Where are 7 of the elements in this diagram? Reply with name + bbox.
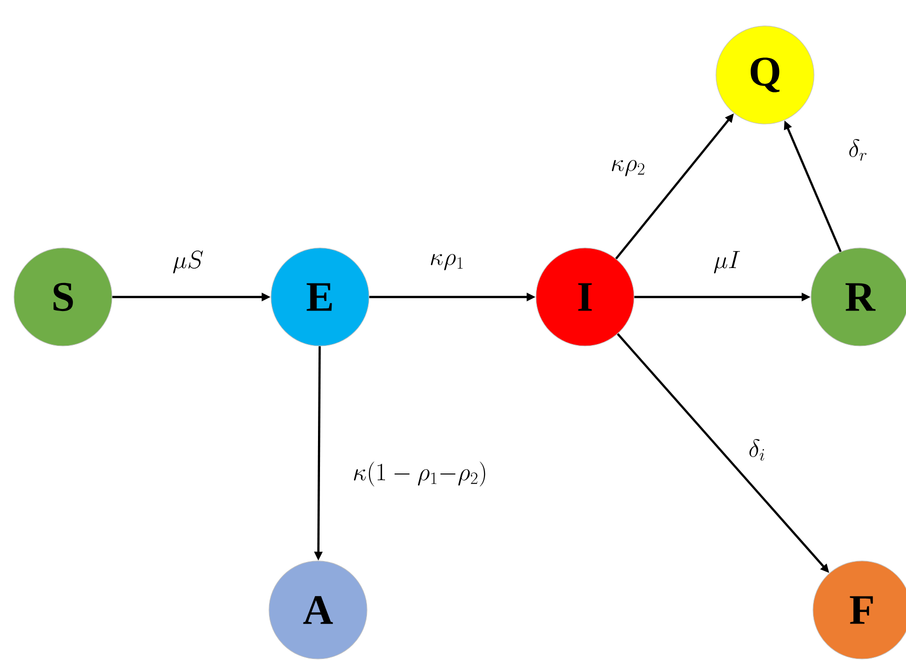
edge-label: $\delta_r$	[847, 138, 869, 162]
edge-label: $\delta_i$	[747, 438, 767, 462]
edge-label: $\kappa\rho_2$	[610, 159, 646, 177]
edge-label: $\mu I$	[712, 250, 742, 274]
edge-label: $\mu S$	[171, 250, 205, 274]
edge-label: $\kappa\rho_1$	[428, 253, 466, 271]
edge-label: $\kappa(1-\rho_1{-}\rho_2)$	[352, 460, 488, 488]
